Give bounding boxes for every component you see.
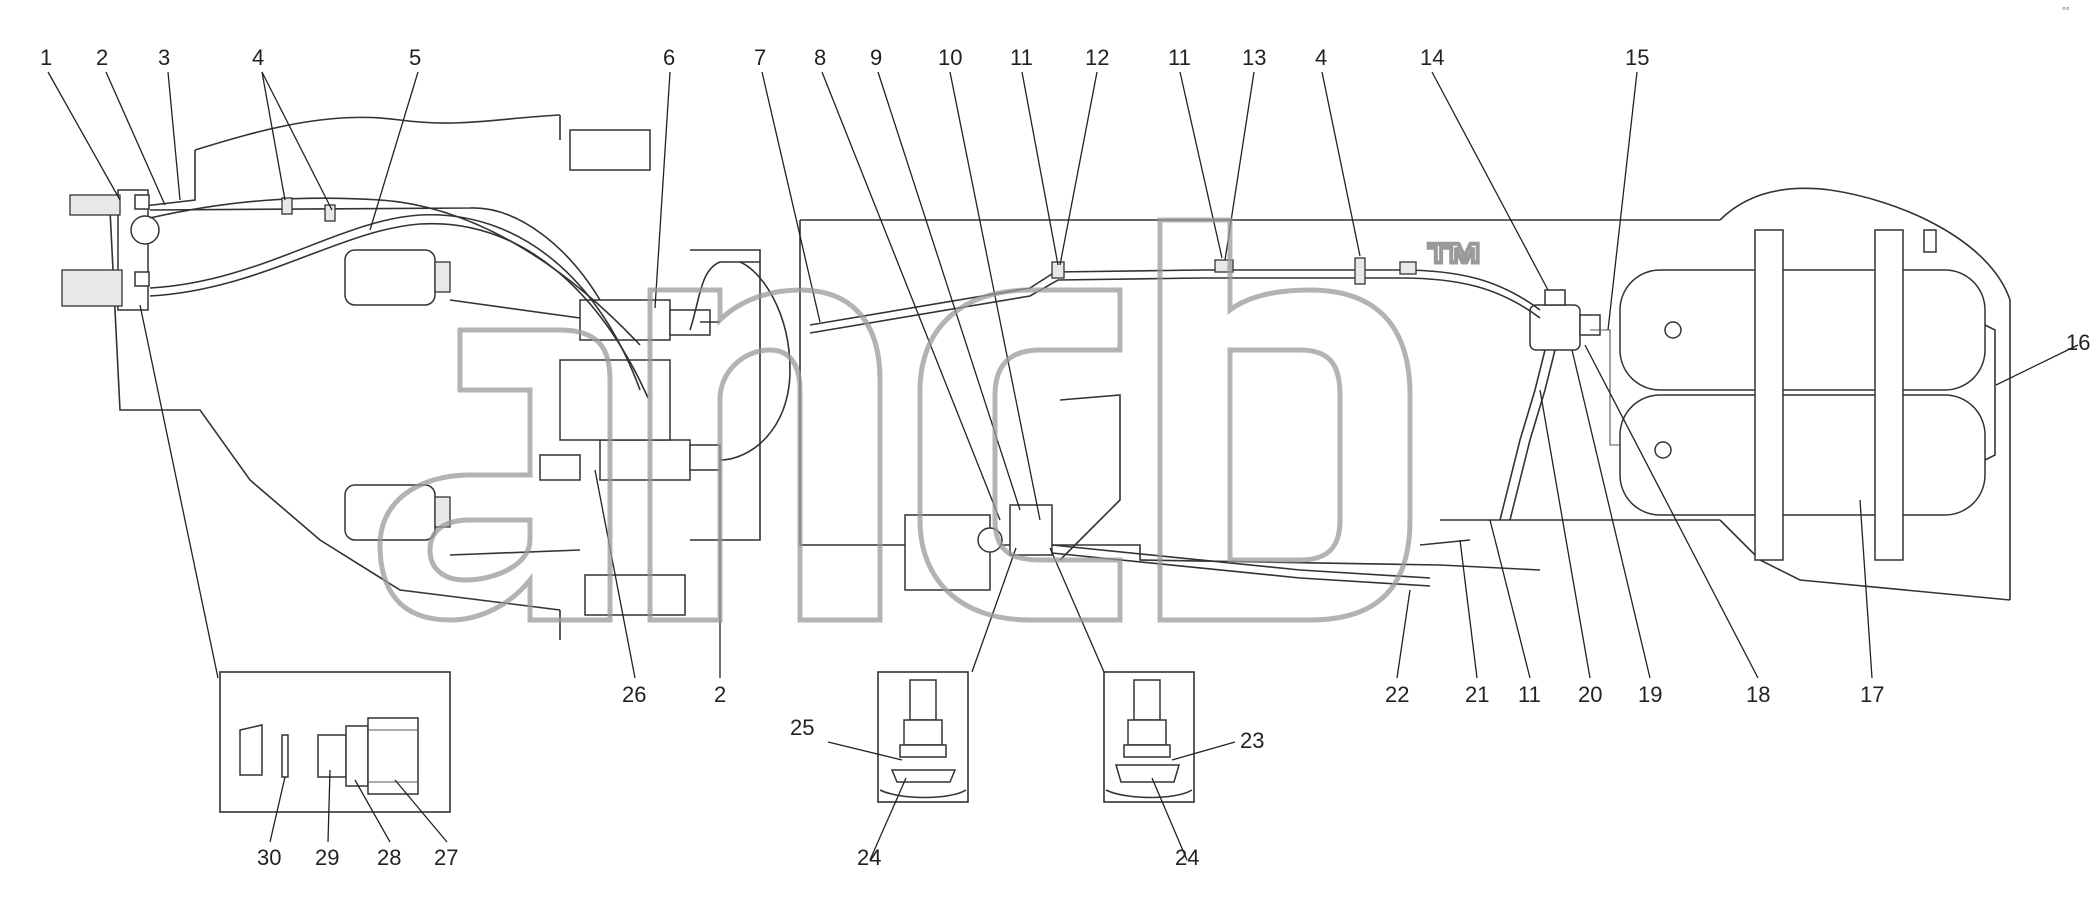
label-3: 3 xyxy=(158,45,170,70)
brake-chamber-upper xyxy=(344,249,581,319)
pipe-clips xyxy=(281,197,1417,285)
label-13: 13 xyxy=(1242,45,1266,70)
label-17: 17 xyxy=(1860,682,1884,707)
label-12: 12 xyxy=(1085,45,1109,70)
label-24: 24 xyxy=(857,845,881,870)
label-18: 18 xyxy=(1746,682,1770,707)
leader-lines xyxy=(47,71,2079,861)
left-couplings xyxy=(61,189,160,311)
label-1: 1 xyxy=(40,45,52,70)
label-11-third: 11 xyxy=(1518,682,1541,707)
central-valves xyxy=(539,299,721,616)
air-tanks xyxy=(1619,229,1996,561)
right-valve xyxy=(1499,289,1601,521)
label-27: 27 xyxy=(434,845,458,870)
mounting-bracket xyxy=(569,129,761,541)
label-6: 6 xyxy=(663,45,675,70)
label-2-lower: 2 xyxy=(714,682,726,707)
label-11: 11 xyxy=(1010,45,1033,70)
label-16: 16 xyxy=(2066,330,2090,355)
corner-mark: ◦◦ xyxy=(2062,3,2070,15)
inset-coupling-parts xyxy=(219,671,451,813)
label-19: 19 xyxy=(1638,682,1662,707)
label-9: 9 xyxy=(870,45,882,70)
watermark: ™ xyxy=(377,217,1487,623)
label-20: 20 xyxy=(1578,682,1602,707)
label-21: 21 xyxy=(1465,682,1489,707)
label-15: 15 xyxy=(1625,45,1649,70)
label-11-second: 11 xyxy=(1168,45,1191,70)
label-4-second: 4 xyxy=(1315,45,1327,70)
callout-labels: 1 2 3 4 5 6 7 8 9 10 11 12 11 13 4 14 15… xyxy=(40,45,2090,870)
label-14: 14 xyxy=(1420,45,1444,70)
label-22: 22 xyxy=(1385,682,1409,707)
watermark-trademark: ™ xyxy=(1425,231,1485,298)
label-7: 7 xyxy=(754,45,766,70)
label-4: 4 xyxy=(252,45,264,70)
label-23: 23 xyxy=(1240,728,1264,753)
label-30: 30 xyxy=(257,845,281,870)
inset-valve-left xyxy=(877,671,969,803)
drain-valve-assembly xyxy=(904,394,1121,591)
label-2: 2 xyxy=(96,45,108,70)
air-lines xyxy=(149,197,1620,587)
label-25: 25 xyxy=(790,715,814,740)
label-5: 5 xyxy=(409,45,421,70)
label-26: 26 xyxy=(622,682,646,707)
label-29: 29 xyxy=(315,845,339,870)
label-8: 8 xyxy=(814,45,826,70)
label-28: 28 xyxy=(377,845,401,870)
inset-valve-right xyxy=(1103,671,1195,803)
label-24-second: 24 xyxy=(1175,845,1199,870)
label-10: 10 xyxy=(938,45,962,70)
